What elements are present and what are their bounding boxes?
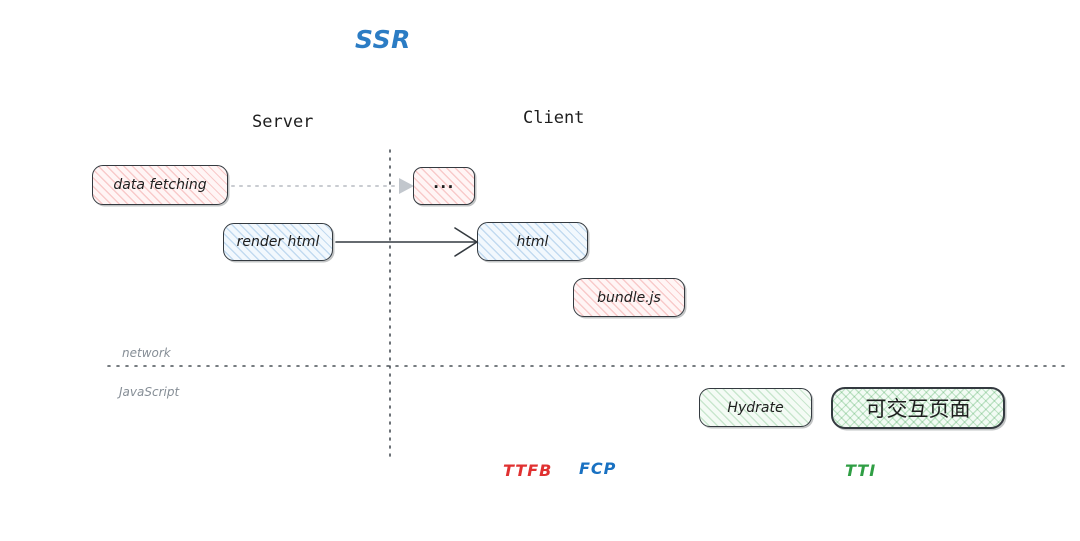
node-data-fetching[interactable]: data fetching — [92, 165, 228, 205]
metric-ttfb: TTFB — [503, 461, 553, 480]
node-render-html[interactable]: render html — [223, 223, 333, 261]
dotted-arrow-head — [399, 178, 414, 194]
lane-label-network: network — [122, 346, 171, 360]
node-hydrate[interactable]: Hydrate — [699, 388, 812, 427]
lane-label-javascript: JavaScript — [119, 385, 180, 399]
node-label: Hydrate — [727, 399, 784, 416]
metric-fcp: FCP — [579, 459, 617, 478]
metric-tti: TTI — [845, 461, 877, 480]
node-interactive-page[interactable]: 可交互页面 — [831, 387, 1005, 429]
column-header-server: Server — [252, 112, 314, 132]
node-label: html — [516, 233, 549, 250]
column-header-client: Client — [523, 108, 585, 128]
node-label: data fetching — [113, 177, 207, 193]
node-bundle-js[interactable]: bundle.js — [573, 278, 685, 317]
node-ellipsis[interactable]: ... — [413, 167, 475, 205]
node-label: render html — [236, 234, 320, 250]
solid-arrow-head — [454, 227, 478, 257]
page-title: SSR — [355, 25, 411, 54]
node-label: bundle.js — [597, 289, 661, 306]
node-label: 可交互页面 — [865, 397, 971, 421]
node-html[interactable]: html — [477, 222, 588, 261]
